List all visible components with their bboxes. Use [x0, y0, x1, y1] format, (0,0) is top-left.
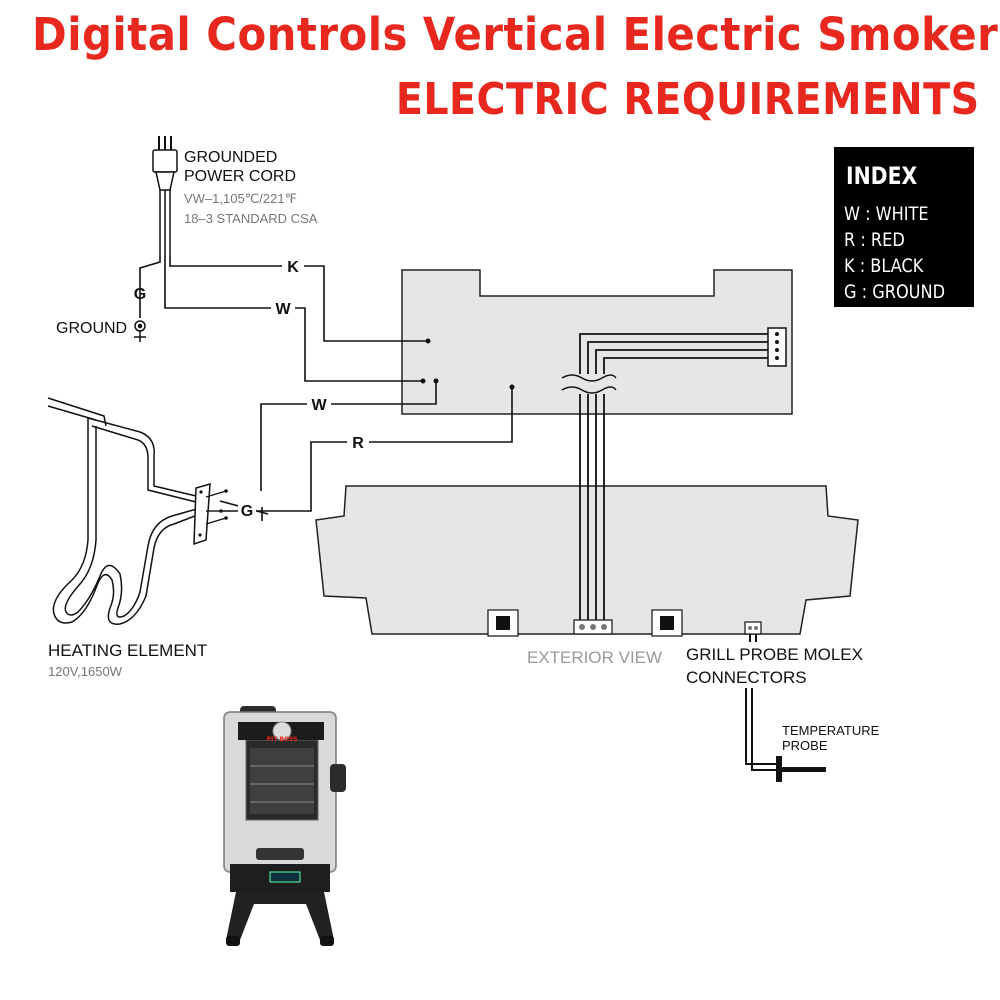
wire-label-w-cord: W [275, 301, 291, 318]
index-item-white: W : WHITE [844, 203, 929, 225]
heating-element-spec: 120V,1650W [48, 664, 122, 679]
power-wires [139, 256, 513, 515]
probe-harness [579, 333, 772, 622]
probe-label: TEMPERATURE PROBE [782, 723, 879, 753]
socket-right [651, 609, 683, 637]
temperature-probe-icon [776, 756, 826, 782]
index-heading: INDEX [846, 162, 918, 190]
ground-label: GROUND [56, 320, 128, 337]
index-item-black: K : BLACK [844, 255, 924, 277]
smoker-brand-logo: PIT BOSS [267, 736, 298, 743]
board-connector [767, 327, 787, 367]
probe-cable [745, 634, 776, 771]
ground-icon [134, 320, 146, 342]
harness-plug [573, 619, 613, 635]
molex-label: GRILL PROBE MOLEX CONNECTORS [686, 643, 863, 689]
index-item-red: R : RED [844, 229, 905, 251]
power-plug-icon [152, 136, 178, 256]
wire-label-g: G [241, 503, 253, 520]
molex-label-line2: CONNECTORS [686, 668, 807, 687]
smoker-image: PIT BOSS [223, 706, 346, 946]
probe-label-line1: TEMPERATURE [782, 723, 880, 738]
heating-element-title: HEATING ELEMENT [48, 641, 208, 660]
exterior-panel [315, 485, 859, 635]
molex-connector [744, 621, 762, 635]
power-cord-spec-1: VW–1,105℃/221℉ [184, 191, 297, 206]
wire-label-k: K [287, 259, 299, 276]
cord-ground-label: G [134, 286, 146, 303]
power-cord-title-line2: POWER CORD [184, 168, 296, 185]
element-terminal-block [193, 482, 211, 546]
socket-left [487, 609, 519, 637]
wire-label-r: R [352, 435, 364, 452]
page-subtitle: ELECTRIC REQUIREMENTS [396, 74, 980, 125]
wire-label-w-element: W [311, 397, 327, 414]
page-title: Digital Controls Vertical Electric Smoke… [32, 8, 1000, 61]
index-item-ground: G : GROUND [844, 281, 946, 303]
power-cord-title: GROUNDED POWER CORD [184, 148, 296, 186]
exterior-view-label: EXTERIOR VIEW [527, 648, 663, 667]
probe-label-line2: PROBE [782, 738, 828, 753]
molex-label-line1: GRILL PROBE MOLEX [686, 645, 863, 664]
power-cord-spec-2: 18–3 STANDARD CSA [184, 211, 318, 226]
index-legend: INDEX W : WHITE R : RED K : BLACK G : GR… [834, 147, 974, 307]
power-cord-title-line1: GROUNDED [184, 149, 278, 166]
heating-element-icon [47, 397, 201, 625]
